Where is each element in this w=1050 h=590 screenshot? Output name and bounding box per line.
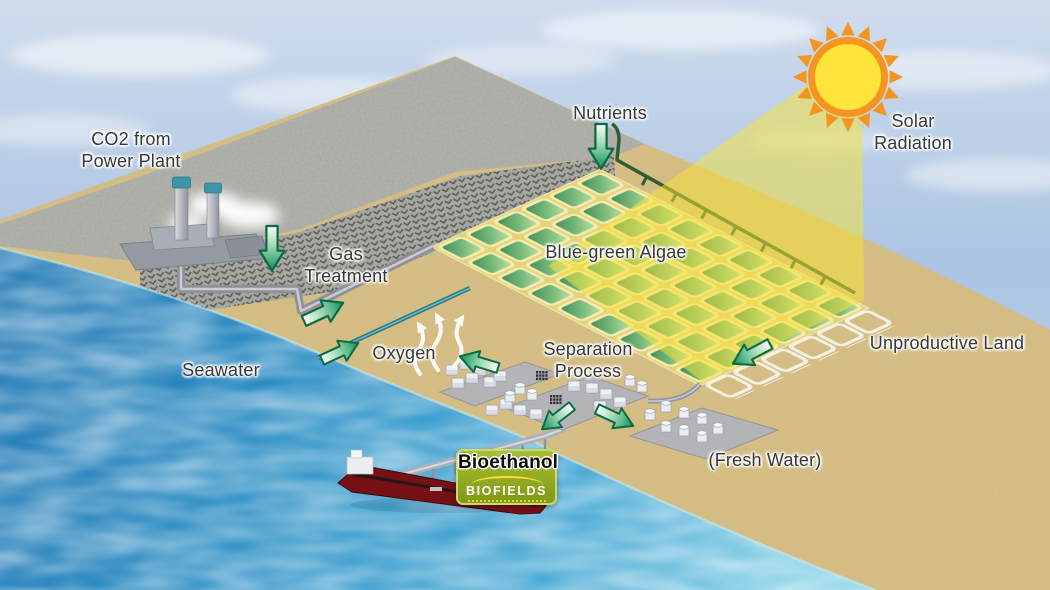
sun-ray xyxy=(825,112,839,128)
sun-ray xyxy=(889,70,903,84)
sun-ray xyxy=(857,112,871,128)
process-unit xyxy=(550,401,553,405)
sun-ray xyxy=(797,86,813,100)
nutrient-pipe xyxy=(611,122,856,295)
process-unit xyxy=(553,395,556,398)
ship-superstructure xyxy=(346,456,374,475)
empty-pond-frames xyxy=(700,308,899,401)
process-unit xyxy=(559,398,562,401)
process-unit xyxy=(556,401,559,405)
label-nutrients: Nutrients xyxy=(573,103,647,124)
cliff-face xyxy=(140,156,618,314)
sun-ray xyxy=(872,101,887,116)
chimney xyxy=(206,187,220,239)
label-blue-green-algae: Blue-green Algae xyxy=(545,242,687,263)
process-unit xyxy=(553,398,556,401)
harvest-output-pipe xyxy=(647,382,702,404)
process-unit xyxy=(556,398,559,401)
bioethanol-badge: Bioethanol BioFields xyxy=(456,449,559,505)
label-fresh-water: (Fresh Water) xyxy=(708,450,822,471)
oxygen-release-arrows xyxy=(412,312,465,376)
process-unit xyxy=(539,377,542,381)
logo-tagline xyxy=(467,500,546,502)
process-unit xyxy=(556,395,559,398)
chimney xyxy=(174,181,189,241)
process-unit xyxy=(536,374,539,377)
process-unit xyxy=(559,401,562,405)
process-unit xyxy=(542,371,545,374)
label-seawater: Seawater xyxy=(182,360,260,381)
process-unit xyxy=(553,401,556,405)
sun-ray xyxy=(809,101,824,116)
logo-swoosh xyxy=(470,476,543,485)
sun-ray xyxy=(857,26,871,42)
sun-icon xyxy=(793,22,903,132)
process-unit xyxy=(542,374,545,377)
power-plant xyxy=(119,176,279,271)
sun-ray xyxy=(793,70,807,84)
label-unproductive-land: Unproductive Land xyxy=(869,333,1025,354)
process-unit xyxy=(550,398,553,401)
industrial-buildings xyxy=(445,358,724,443)
process-unit xyxy=(545,371,548,374)
sun-ray xyxy=(883,54,899,68)
sun-ray xyxy=(872,38,887,53)
process-unit xyxy=(542,377,545,381)
label-oxygen: Oxygen xyxy=(372,343,436,364)
sun-ray xyxy=(809,38,824,53)
process-unit xyxy=(545,377,548,381)
process-unit xyxy=(536,377,539,381)
process-unit xyxy=(536,371,539,374)
sun-ray xyxy=(825,26,839,42)
biofields-wordmark: BioFields xyxy=(465,484,548,498)
process-unit xyxy=(539,371,542,374)
solar-beam xyxy=(548,85,864,382)
bioethanol-label: Bioethanol xyxy=(458,452,559,473)
sun-ray xyxy=(883,86,899,100)
process-unit xyxy=(559,395,562,398)
sun-ray xyxy=(841,22,855,36)
process-unit xyxy=(539,374,542,377)
co2-gas-pipe xyxy=(177,242,435,315)
sun-ray xyxy=(797,54,813,68)
process-unit xyxy=(545,374,548,377)
sun-ray xyxy=(841,118,855,132)
process-unit xyxy=(550,395,553,398)
